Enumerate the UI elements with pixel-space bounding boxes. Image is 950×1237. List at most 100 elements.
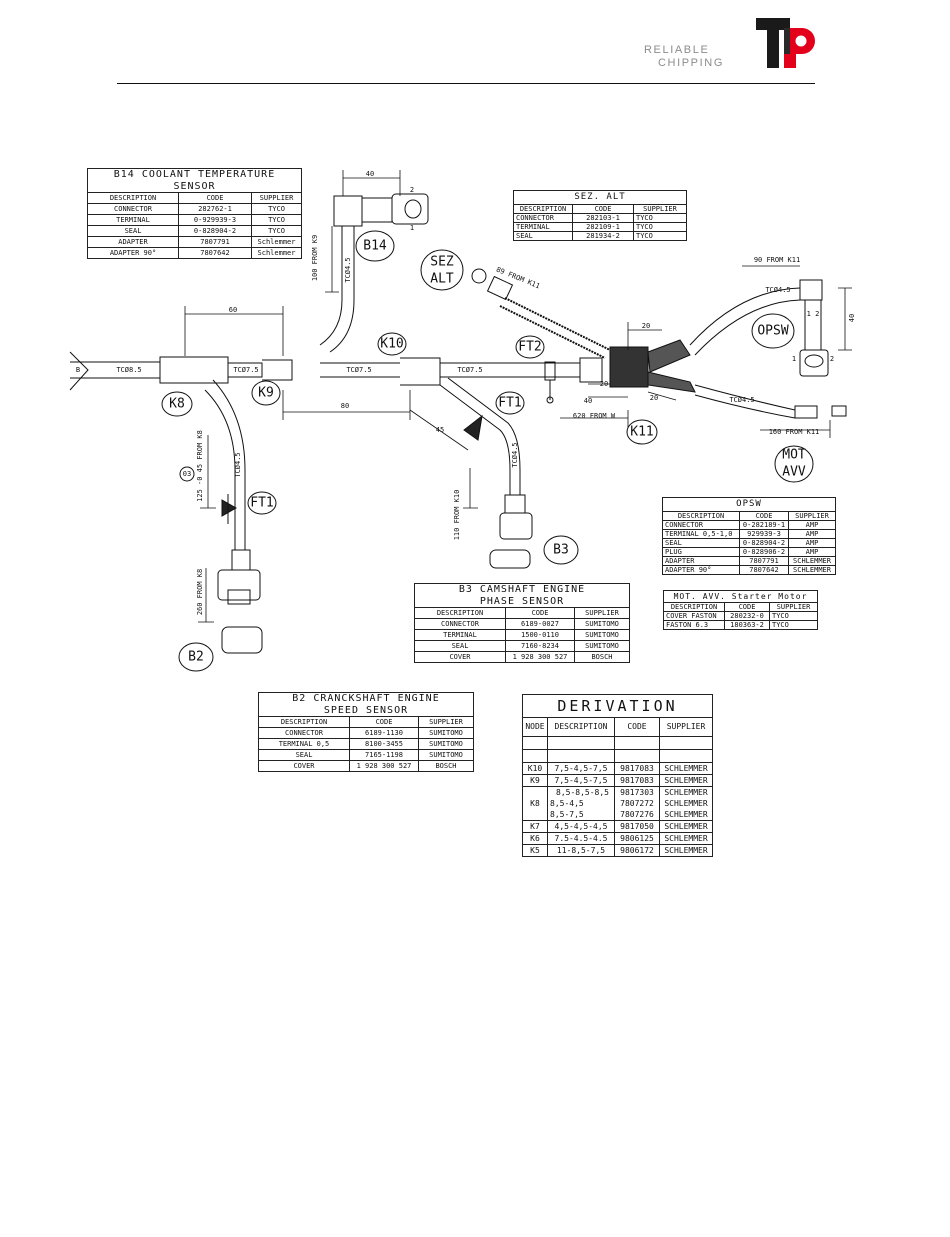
cell: K7	[522, 820, 548, 833]
cell: 1 928 300 527	[349, 760, 419, 772]
empty-row	[522, 736, 713, 750]
cell: AMP	[788, 520, 836, 530]
cell: BOSCH	[418, 760, 474, 772]
cell: SCHLEMMER	[788, 556, 836, 566]
cell: 282762-1	[178, 203, 252, 215]
cell: 7807642	[739, 565, 789, 575]
cell-line: 9817303	[620, 788, 654, 797]
cell: 8,5-8,5-8,5 8,5-4,5 8,5-7,5	[547, 786, 615, 821]
dimension-lines	[184, 170, 852, 623]
cell: 8100-3455	[349, 738, 419, 750]
table-row: K8 8,5-8,5-8,5 8,5-4,5 8,5-7,5 9817303 7…	[522, 786, 713, 821]
cell: AMP	[788, 529, 836, 539]
label-k9: K9	[258, 386, 274, 401]
label-ft1-b3: FT1	[498, 396, 521, 411]
cell: 282103-1	[572, 213, 634, 223]
cell: 9806125	[614, 832, 660, 845]
tc-7-5-c: TCØ7.5	[457, 366, 482, 374]
cell: 929939-3	[739, 529, 789, 539]
from-k8-260: 260 FROM K8	[196, 569, 204, 615]
cell: AMP	[788, 547, 836, 557]
cell: K9	[522, 774, 548, 787]
cell: Schlemmer	[251, 236, 302, 248]
label-k8: K8	[169, 397, 185, 412]
tc-8-5: TCØ8.5	[116, 366, 141, 374]
dim-20b: 20	[600, 380, 608, 388]
cell: 7,5-4,5-7,5	[547, 774, 615, 787]
cell: TYCO	[251, 203, 302, 215]
cell: ADAPTER 90°	[87, 247, 179, 259]
dim-80: 80	[341, 402, 349, 410]
label-b2: B2	[188, 650, 204, 665]
cell: 282109-1	[572, 222, 634, 232]
label-mot-2: AVV	[782, 465, 806, 480]
cell: SEAL	[662, 538, 740, 548]
dim-40-top: 40	[366, 170, 374, 178]
cell: TYCO	[251, 225, 302, 237]
derivation-header-desc: DESCRIPTION	[547, 717, 615, 737]
b14-title-1: B14 COOLANT TEMPERATURE	[87, 168, 302, 181]
b14-header-code: CODE	[178, 192, 252, 204]
k11-junction	[609, 346, 649, 388]
cell-line: SCHLEMMER	[664, 810, 708, 819]
cell-line: 8,5-7,5	[550, 810, 584, 819]
cell: TYCO	[633, 231, 687, 241]
table-row: K6 7.5-4.5-4.5 9806125 SCHLEMMER	[522, 832, 713, 845]
cell: TYCO	[769, 611, 818, 621]
from-w: 620 FROM W	[573, 412, 616, 420]
cell: 0-282189-1	[739, 520, 789, 530]
b14-title-2: SENSOR	[87, 181, 302, 193]
cell: 280232-0	[724, 611, 770, 621]
cell: TYCO	[769, 620, 818, 630]
from-k10: 110 FROM K10	[453, 490, 461, 541]
table-row: K7 4,5-4,5-4,5 9817050 SCHLEMMER	[522, 820, 713, 833]
cell: 7807791	[739, 556, 789, 566]
cell: TYCO	[251, 214, 302, 226]
dim-40-right: 40	[848, 314, 856, 322]
from-k9: 100 FROM K9	[311, 235, 319, 281]
mark-03: 03	[183, 470, 191, 478]
label-b3: B3	[553, 543, 569, 558]
cell: 6189-0027	[505, 618, 575, 630]
cell: 7160-8234	[505, 640, 575, 652]
cell: 7807642	[178, 247, 252, 259]
cell: CONNECTOR	[87, 203, 179, 215]
cell: TYCO	[633, 222, 687, 232]
sez-title: SEZ. ALT	[513, 190, 687, 205]
b14-header-supplier: SUPPLIER	[251, 192, 302, 204]
label-opsw: OPSW	[757, 324, 788, 339]
cell: CONNECTOR	[513, 213, 573, 223]
mot-header-code: CODE	[724, 602, 770, 612]
cell-line: SCHLEMMER	[664, 799, 708, 808]
b2-title-2: SPEED SENSOR	[258, 705, 474, 717]
cell: Schlemmer	[251, 247, 302, 259]
pin-2b: 2	[830, 355, 834, 363]
label-ft2: FT2	[518, 340, 541, 355]
b2-header-supplier: SUPPLIER	[418, 716, 474, 728]
mot-avv-table: MOT. AVV. Starter Motor DESCRIPTION CODE…	[663, 590, 818, 630]
sez-header-code: CODE	[572, 204, 634, 214]
cell: TERMINAL 0,5-1,0	[662, 529, 740, 539]
cell: SCHLEMMER	[659, 820, 713, 833]
b2-header-desc: DESCRIPTION	[258, 716, 350, 728]
cell: SUMITOMO	[574, 618, 630, 630]
pin-1b: 1	[792, 355, 796, 363]
cell: 7.5-4.5-4.5	[547, 832, 615, 845]
label-k10: K10	[380, 337, 403, 352]
cell-line: SCHLEMMER	[664, 788, 708, 797]
cell: CONNECTOR	[258, 727, 350, 739]
cell: 1500-0110	[505, 629, 575, 641]
cell: 4,5-4,5-4,5	[547, 820, 615, 833]
node-markers	[161, 230, 814, 672]
cell: 180363-2	[724, 620, 770, 630]
cell-line: 8,5-4,5	[550, 799, 584, 808]
